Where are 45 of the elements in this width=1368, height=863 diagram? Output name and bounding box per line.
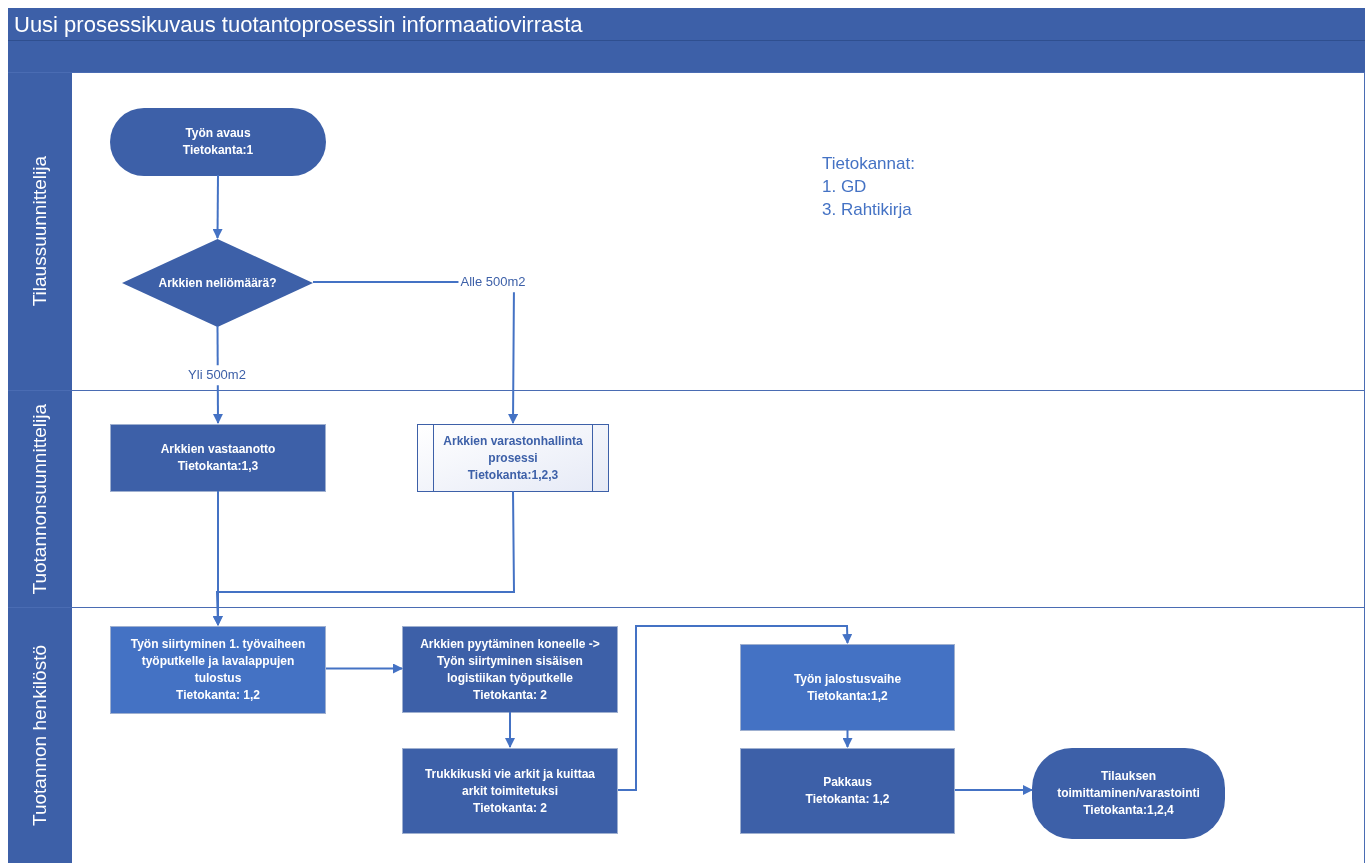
node-title: Arkkien pyytäminen koneelle -> Työn siirtyminen sisäisen logistiikan työputkelle [419, 635, 601, 687]
database-note: Tietokanta: 1,2 [176, 687, 260, 704]
database-item: 3. Rahtikirja [822, 199, 913, 221]
node-title: Arkkien neliömäärä? [158, 274, 277, 292]
process-box [402, 748, 618, 834]
process-box [740, 748, 955, 834]
swimlane [8, 72, 1365, 390]
subprocess-box [417, 424, 609, 492]
connector-arrow [212, 174, 223, 239]
connector-arrow [954, 785, 1033, 795]
lane-title: Tuotannonsuunnittelija [27, 403, 51, 595]
node-title: Arkkien varastonhallinta prosessi [442, 432, 584, 467]
process-box [740, 644, 955, 731]
database-note: Tietokanta:1,2,4 [1083, 802, 1174, 819]
connector-arrow [617, 625, 853, 791]
node-title: Trukkikuski vie arkit ja kuittaa arkit toimitetuksi [423, 765, 597, 800]
node-title: Arkkien vastaanotto [160, 441, 276, 458]
connector-arrow [505, 711, 515, 748]
database-note: Tietokanta:1 [182, 142, 254, 159]
lane-title: Tilaussuunnittelija [27, 156, 51, 307]
node-title: Pakkaus [823, 774, 872, 791]
connector-arrow [842, 729, 853, 748]
node-title: Tilauksen toimittaminen/varastointi [1056, 768, 1201, 802]
swimlane [8, 390, 1365, 607]
swimlane [8, 607, 1365, 863]
node-title: Työn avaus [185, 125, 251, 142]
process-box [402, 626, 618, 713]
legend-heading: Tietokannat: [822, 153, 915, 175]
database-note: Tietokanta: 1,2 [805, 791, 890, 808]
diagram-title: Uusi prosessikuvaus tuotantoprosessin informaatiovirrasta [14, 10, 583, 39]
database-note: Tietokanta:1,2 [807, 687, 888, 705]
database-note: Tietokanta:1,2,3 [466, 466, 560, 484]
node-title: Työn siirtyminen 1. työvaiheen työputkelle ja lavalappujen tulostus [129, 636, 307, 687]
process-box [110, 626, 326, 714]
connector-arrow [325, 663, 403, 674]
decision-diamond [122, 239, 313, 327]
database-note: Tietokanta:1,3 [177, 458, 259, 475]
database-note: Tietokanta: 2 [473, 799, 547, 817]
process-box [110, 424, 326, 492]
database-note: Tietokanta: 2 [473, 686, 547, 704]
database-item: 1. GD [822, 176, 868, 198]
lane-title: Tuotannon henkilöstö [27, 645, 51, 826]
connector-arrow [212, 490, 515, 626]
node-title: Työn jalostusvaihe [793, 670, 902, 688]
edge-label: Yli 500m2 [186, 365, 248, 385]
